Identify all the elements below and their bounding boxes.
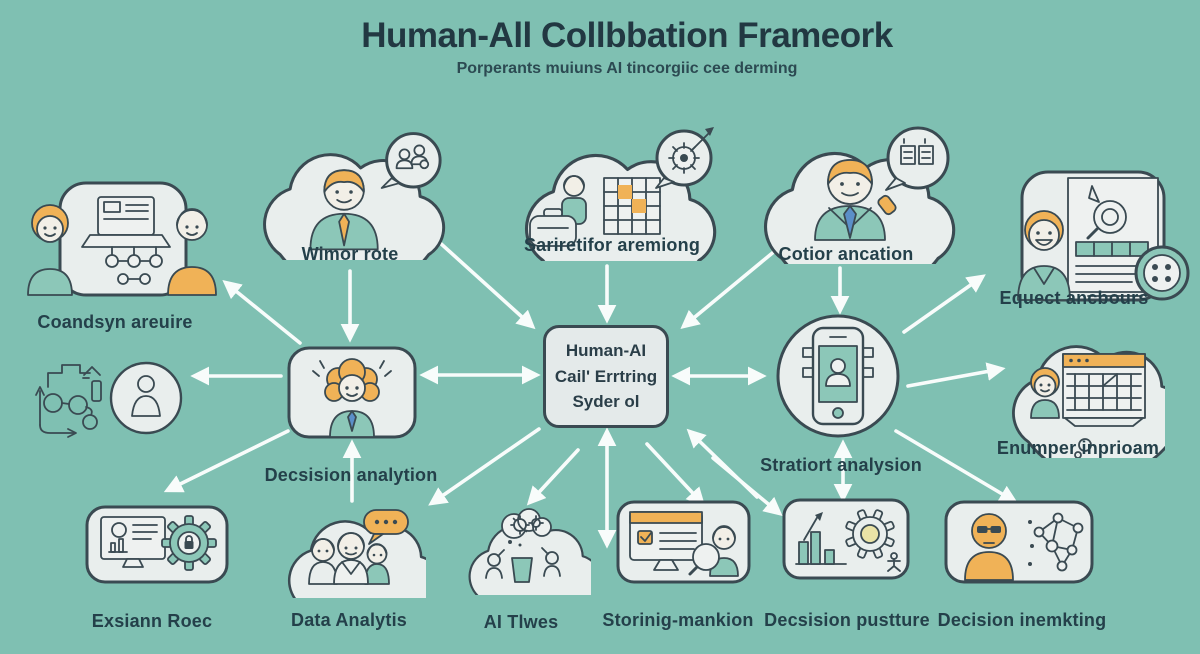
woman-browser-grid-thought-cloud-icon	[1012, 345, 1165, 458]
man-cloud-documents-bubble-icon	[764, 126, 956, 264]
central-framework-box: Human-AI Cail' Errtring Syder ol	[543, 325, 669, 428]
exsiann-label: Exsiann Roec	[91, 611, 213, 631]
man-document-magnifier-button-icon	[1017, 170, 1190, 302]
man-cloud-team-bubble-icon	[263, 132, 446, 260]
sariretifor-label: Sariretifor aremiong	[523, 235, 701, 255]
two-people-laptop-flowchart-icon	[27, 181, 217, 297]
gear-lock-glyph	[161, 515, 217, 571]
data-analytis-label: Data Analytis	[291, 610, 407, 630]
stratiort-label: Stratiort analysion	[760, 455, 922, 475]
coandsyn-label: Coandsyn areuire	[37, 312, 193, 332]
man-sunglasses-network-icon	[944, 500, 1094, 584]
process-flowchart-icon	[35, 364, 102, 438]
center-line-1: Human-AI	[565, 341, 647, 361]
wimor-label: Wimor rote	[301, 244, 399, 264]
center-line-2: Cail' Errtring	[554, 366, 658, 386]
storinig-label: Storinig-mankion	[602, 610, 754, 630]
three-people-speech-bubble-cloud-icon	[288, 509, 426, 598]
page-subtitle: Porperants muiuns AI tincorgiic cee derm…	[456, 60, 798, 77]
enumper-label: Enumper inprioam	[996, 438, 1160, 458]
monitor-gear-lock-icon	[85, 505, 229, 584]
page-title: Human-All Collbbation Frameork	[361, 16, 893, 55]
documents-bubble-glyph	[900, 138, 934, 165]
bar-chart-gear-icon	[782, 498, 910, 580]
person-grid-gear-cloud-icon	[525, 127, 717, 261]
person-circle-icon	[109, 361, 183, 435]
cotior-label: Cotior ancation	[778, 244, 914, 264]
network-graph-glyph	[1028, 512, 1084, 572]
equect-label: Equect ancbours	[999, 288, 1149, 308]
center-line-3: Syder ol	[572, 392, 640, 412]
decsrision-label: Decsision pustture	[764, 610, 930, 630]
decsision-label: Decsision analytion	[264, 465, 438, 485]
woman-card-icon	[287, 346, 417, 439]
ai-tlwes-label: AI Tlwes	[483, 612, 559, 632]
decision-inemkting-label: Decision inemkting	[937, 610, 1107, 630]
phone-user-circle-icon	[776, 314, 900, 438]
gear-target-glyph	[668, 127, 714, 174]
team-bubble-glyph	[395, 144, 430, 170]
monitor-checklist-person-magnifier-icon	[616, 500, 751, 584]
gears-thought-figures-cloud-icon	[468, 508, 591, 595]
gear-glyph	[845, 509, 895, 559]
